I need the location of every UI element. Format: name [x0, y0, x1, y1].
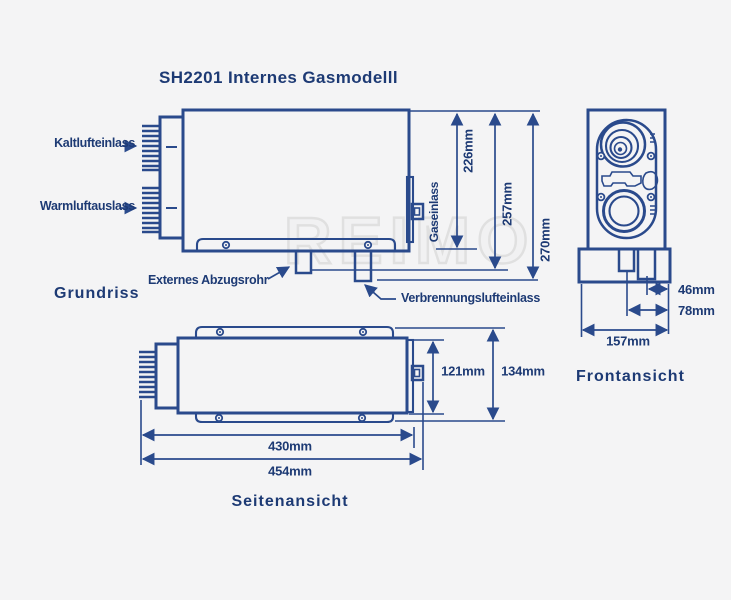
label-gas-inlet: Gaseinlass [427, 181, 441, 243]
plan-view-drawing [120, 108, 540, 300]
side-view-title: Seitenansicht [231, 493, 349, 510]
label-warm-air-outlet: Warmluftauslass [39, 199, 135, 213]
dim-label-134mm: 134mm [501, 363, 545, 379]
grip-ticks [650, 133, 655, 215]
front-stub-1 [617, 247, 636, 273]
dim-label-257mm: 257mm [499, 182, 515, 226]
dim-label-46mm: 46mm [678, 282, 715, 297]
front-base [577, 247, 672, 284]
side-bottom-flange [194, 413, 395, 424]
front-panel [595, 118, 658, 240]
page-title: SH2201 Internes Gasmodelll [159, 68, 399, 87]
combustion-air-stub [353, 249, 373, 283]
side-connector-inner [413, 368, 421, 378]
front-view-title: Frontansicht [576, 368, 685, 385]
front-stub-2 [636, 247, 657, 281]
dim-label-430mm: 430mm [268, 438, 312, 454]
external-flue-arrow [267, 266, 291, 280]
side-duct-coupler [154, 342, 180, 410]
side-top-flange [194, 325, 395, 338]
external-flue-stub [294, 249, 313, 275]
combustion-air-arrow [364, 284, 396, 300]
control-knob [599, 121, 647, 168]
dim-label-157mm: 157mm [606, 333, 650, 349]
gas-inlet-connector-inner [413, 207, 421, 216]
gasket-plate [601, 171, 642, 187]
front-view-drawing [577, 108, 672, 337]
burner-ring [602, 189, 646, 233]
label-cold-air-inlet: Kaltlufteinlass [54, 136, 135, 150]
dim-label-121mm: 121mm [441, 363, 485, 379]
dim-label-454mm: 454mm [268, 463, 312, 479]
side-connector [410, 364, 425, 382]
cold-air-inlet-ribs [142, 124, 160, 172]
coupler-dashes [166, 145, 177, 210]
side-body [176, 336, 409, 415]
dim-label-78mm: 78mm [678, 303, 715, 318]
plan-body [181, 108, 411, 253]
side-duct-ribs [139, 350, 156, 399]
plan-view-title: Grundriss [54, 285, 140, 302]
side-view-drawing [139, 325, 505, 470]
plan-mounting-flange [195, 237, 397, 250]
gas-inlet-connector [410, 202, 425, 221]
dim-label-226mm: 226mm [460, 129, 476, 173]
dim-label-270mm: 270mm [537, 218, 553, 262]
label-combustion-air-inlet: Verbrennungslufteinlass [401, 291, 540, 305]
igniter-blob [642, 170, 659, 191]
warm-air-outlet-ribs [142, 186, 160, 234]
label-external-flue-pipe: Externes Abzugsrohr [148, 273, 269, 287]
plan-duct-coupler [158, 115, 185, 240]
